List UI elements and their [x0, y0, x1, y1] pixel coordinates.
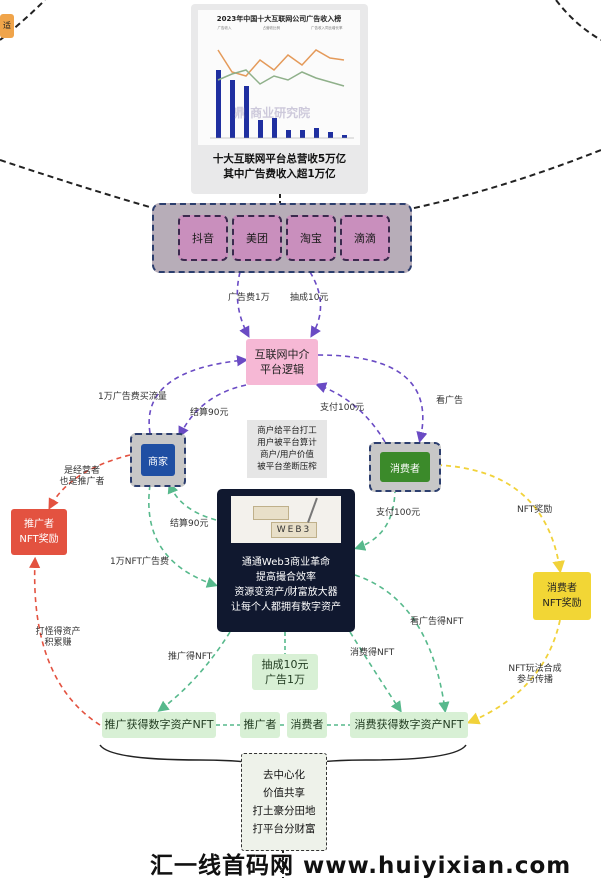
consumer-node[interactable]: 消费者 — [369, 442, 441, 492]
web3-tile: WEB3 — [271, 522, 317, 538]
mini-bar — [258, 120, 263, 138]
mini-bar — [286, 130, 291, 138]
chart-title: 2023年中国十大互联网公司广告收入榜 — [216, 15, 342, 23]
promoter-node[interactable]: 推广者 — [240, 712, 280, 738]
commission-box: 抽成10元 广告1万 — [252, 654, 318, 690]
mid-line: 互联网中介 — [254, 348, 310, 361]
consumer-nft-line: NFT奖励 — [542, 598, 582, 609]
chart-caption: 十大互联网平台总营收5万亿 其中广告费收入超1万亿 — [191, 152, 368, 182]
note-line: 商户给平台打工 — [257, 426, 317, 436]
promoter-digital-assets[interactable]: 推广获得数字资产NFT — [102, 712, 216, 738]
mini-bar — [216, 70, 221, 138]
mini-bar — [300, 130, 305, 138]
platform-douyin[interactable]: 抖音 — [178, 215, 228, 261]
block-tile — [253, 506, 289, 520]
chart-legend: 广告收入 占营收比例 广告收入同比增长率 — [202, 26, 358, 31]
label-ad-fee: 广告费1万 — [228, 293, 270, 303]
web3-line: 资源变资产/财富放大器 — [234, 587, 338, 598]
mini-bar — [314, 128, 319, 138]
label-line: 参与传播 — [516, 675, 553, 685]
value-line: 去中心化 — [263, 769, 305, 781]
legend-item: 占营收比例 — [262, 26, 281, 30]
mini-bar — [230, 80, 235, 138]
promoter-nft-line: 推广者 — [23, 519, 54, 530]
web3-line: 让每个人都拥有数字资产 — [231, 602, 341, 613]
web3-line: 提高撮合效率 — [256, 572, 316, 583]
platform-meituan[interactable]: 美团 — [232, 215, 282, 261]
consumer-nft-line: 消费者 — [546, 583, 577, 594]
mini-bar — [272, 118, 277, 138]
label-pay-100-top: 支付100元 — [320, 403, 365, 413]
mid-line: 平台逻辑 — [260, 363, 304, 376]
note-line: 被平台垄断压榨 — [257, 462, 317, 472]
label-settle-90-top: 结算90元 — [190, 408, 229, 418]
label-line: 也是推广者 — [59, 477, 105, 487]
label-nft-reward: NFT奖励 — [517, 505, 553, 515]
label-watch-ad: 看广告 — [436, 396, 464, 406]
merchant-label: 商家 — [141, 444, 175, 476]
label-nft-play: NFT玩法合成 参与传播 — [500, 664, 570, 686]
label-ad-traffic: 1万广告费买流量 — [98, 392, 167, 402]
site-watermark: 汇一线首码网 www.huiyixian.com — [150, 853, 572, 879]
platform-critique-note: 商户给平台打工 用户被平台算计 商户/用户价值 被平台垄断压榨 — [247, 420, 327, 478]
edge-label: 适 — [0, 14, 14, 38]
commission-line: 抽成10元 — [261, 658, 309, 671]
chart-watermark: 鼎 商业研究院 — [234, 106, 311, 120]
merchant-node[interactable]: 商家 — [130, 433, 186, 487]
platform-group: 抖音 美团 淘宝 滴滴 — [152, 203, 412, 273]
label-watch-ad-nft: 看广告得NFT — [410, 617, 464, 627]
label-line: 积累赚 — [44, 638, 72, 648]
consumer-nft-reward[interactable]: 消费者 NFT奖励 — [533, 572, 591, 620]
consumer-digital-assets[interactable]: 消费获得数字资产NFT — [350, 712, 468, 738]
hand-shape — [307, 497, 333, 529]
value-line: 价值共享 — [263, 787, 305, 799]
label-pay-100-mid: 支付100元 — [376, 508, 421, 518]
label-grind-assets: 打怪得资产 积累赚 — [28, 627, 88, 649]
platform-didi[interactable]: 滴滴 — [340, 215, 390, 261]
consumer-bottom-node[interactable]: 消费者 — [287, 712, 327, 738]
mini-line — [217, 49, 345, 77]
label-settle-90-mid: 结算90元 — [170, 519, 209, 529]
caption-line: 其中广告费收入超1万亿 — [223, 168, 336, 180]
label-line: NFT玩法合成 — [508, 664, 562, 674]
note-line: 用户被平台算计 — [257, 438, 317, 448]
mini-bar — [328, 132, 333, 138]
caption-line: 十大互联网平台总营收5万亿 — [212, 153, 347, 165]
value-line: 打土豪分田地 — [252, 805, 316, 817]
internet-platform-logic[interactable]: 互联网中介 平台逻辑 — [246, 339, 318, 385]
web3-text: 通通Web3商业革命 提高撮合效率 资源变资产/财富放大器 让每个人都拥有数字资… — [217, 555, 355, 615]
web3-blocks-image: WEB3 — [231, 496, 341, 543]
mini-chart-plot — [210, 49, 354, 139]
promoter-nft-reward[interactable]: 推广者 NFT奖励 — [11, 509, 67, 555]
note-line: 商户/用户价值 — [260, 450, 314, 460]
label-line: 打怪得资产 — [35, 627, 81, 637]
label-nft-ad-fee: 1万NFT广告费 — [110, 557, 169, 567]
label-promote-nft: 推广得NFT — [168, 652, 213, 662]
label-commission: 抽成10元 — [290, 293, 329, 303]
web3-revolution-card[interactable]: WEB3 通通Web3商业革命 提高撮合效率 资源变资产/财富放大器 让每个人都… — [217, 489, 355, 632]
web3-line: 通通Web3商业革命 — [241, 557, 331, 568]
commission-line: 广告1万 — [265, 673, 305, 686]
value-line: 打平台分财富 — [252, 823, 316, 835]
mini-line — [217, 69, 345, 87]
label-line: 是经营者 — [63, 466, 100, 476]
mini-bar — [244, 86, 249, 138]
ad-revenue-chart: 2023年中国十大互联网公司广告收入榜 广告收入 占营收比例 广告收入同比增长率… — [198, 10, 360, 145]
platform-taobao[interactable]: 淘宝 — [286, 215, 336, 261]
promoter-nft-line: NFT奖励 — [19, 534, 59, 545]
label-consume-nft: 消费得NFT — [350, 648, 395, 658]
label-operator-promoter: 是经营者 也是推广者 — [52, 466, 112, 488]
consumer-label: 消费者 — [380, 452, 430, 482]
decentralization-values: 去中心化 价值共享 打土豪分田地 打平台分财富 — [241, 753, 327, 851]
mini-bar — [342, 135, 347, 138]
ad-revenue-chart-card: 2023年中国十大互联网公司广告收入榜 广告收入 占营收比例 广告收入同比增长率… — [191, 4, 368, 194]
legend-item: 广告收入同比增长率 — [311, 26, 343, 30]
legend-item: 广告收入 — [217, 26, 232, 30]
